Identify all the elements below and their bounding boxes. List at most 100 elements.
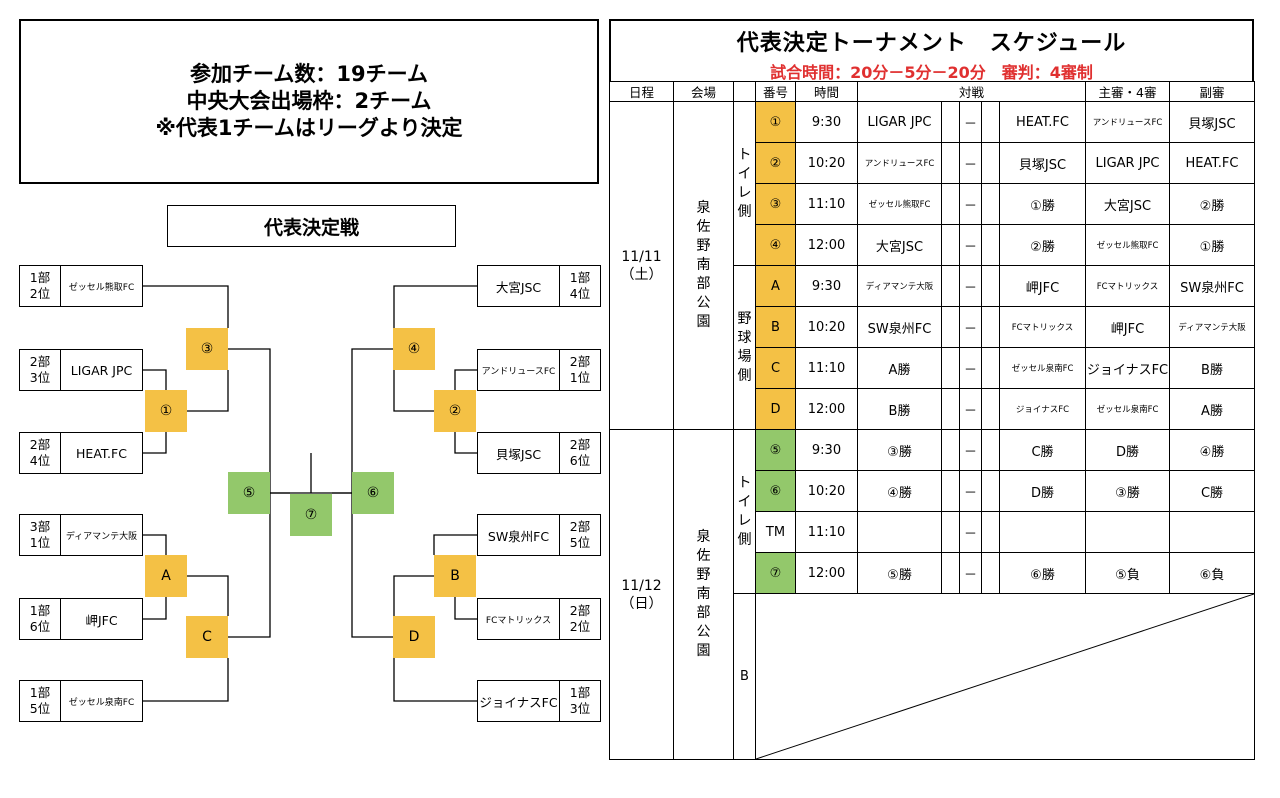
match-node-4: ④: [393, 328, 435, 370]
vs-dash: －: [959, 511, 982, 553]
day2-date: 11/12: [621, 577, 662, 594]
match-node-d: D: [393, 616, 435, 658]
diagonal-line: [756, 594, 1254, 759]
home-team: ④勝: [857, 470, 942, 512]
division-label: 2部: [569, 603, 591, 618]
division-label: 3部: [29, 519, 51, 534]
match-time: 12:00: [795, 552, 858, 594]
place-label: 3位: [569, 701, 591, 716]
match-time: 9:30: [795, 429, 858, 471]
division-label: 1部: [569, 685, 591, 700]
referee: アンドリュースFC: [1085, 101, 1170, 143]
team-name: LIGAR JPC: [70, 362, 133, 378]
place-label: 2位: [569, 619, 591, 634]
home-team: A勝: [857, 347, 942, 389]
match-node-6: ⑥: [352, 472, 394, 514]
day1-dow: （土）: [620, 266, 663, 283]
day1-venue: 泉佐野南部公園: [673, 101, 734, 430]
assistant-referee: ①勝: [1169, 224, 1255, 266]
referee: ゼッセル泉南FC: [1085, 388, 1170, 430]
away-team: FCマトリックス: [999, 306, 1086, 348]
team-name: FCマトリックス: [485, 615, 552, 626]
match-number: ⑦: [755, 552, 796, 594]
match-node-c: C: [186, 616, 228, 658]
vs-dash: －: [959, 224, 982, 266]
home-team: [857, 511, 942, 553]
team-name: HEAT.FC: [76, 445, 127, 461]
referee: 大宮JSC: [1085, 183, 1170, 225]
match-number: ③: [755, 183, 796, 225]
day2-side1-text: トイレ側: [737, 474, 752, 548]
home-team: ディアマンテ大阪: [857, 265, 942, 307]
assistant-referee: SW泉州FC: [1169, 265, 1255, 307]
match-number: ①: [755, 101, 796, 143]
schedule-header: 代表決定トーナメント スケジュール 試合時間：20分－5分－20分 審判：4審制: [609, 19, 1254, 82]
table-row: ⑥ 10:20 ④勝 － D勝 ③勝 C勝: [610, 470, 1255, 512]
table-row: C 11:10 A勝 － ゼッセル泉南FC ジョイナスFC B勝: [610, 347, 1255, 389]
division-label: 1部: [29, 685, 51, 700]
place-label: 6位: [569, 453, 591, 468]
referee: [1085, 511, 1170, 553]
division-label: 2部: [569, 519, 591, 534]
vs-dash: －: [959, 552, 982, 594]
place-label: 2位: [29, 286, 51, 301]
table-row-empty: B: [610, 593, 1255, 760]
away-team: C勝: [999, 429, 1086, 471]
match-time: 11:10: [795, 347, 858, 389]
header-venue: 会場: [673, 81, 734, 102]
team-count-text: 参加チーム数：19チーム: [190, 62, 428, 86]
referee: ⑤負: [1085, 552, 1170, 594]
match-time: 9:30: [795, 265, 858, 307]
place-label: 4位: [29, 453, 51, 468]
day1-side1: トイレ側: [733, 101, 756, 266]
day2-venue: 泉佐野南部公園: [673, 429, 734, 760]
table-row: 野球場側 A 9:30 ディアマンテ大阪 － 岬JFC FCマトリックス SW泉…: [610, 265, 1255, 430]
match-number: ⑤: [755, 429, 796, 471]
match-time: 12:00: [795, 224, 858, 266]
away-team: ①勝: [999, 183, 1086, 225]
day1-side2-text: 野球場側: [737, 310, 752, 384]
match-number: ④: [755, 224, 796, 266]
day2-dow: （日）: [620, 595, 663, 612]
assistant-referee: [1169, 511, 1255, 553]
home-team: アンドリュースFC: [857, 142, 942, 184]
team-name: ゼッセル熊取FC: [68, 282, 135, 293]
division-label: 2部: [569, 437, 591, 452]
vs-dash: －: [959, 306, 982, 348]
info-box: 参加チーム数：19チーム 中央大会出場枠：2チーム ※代表1チームはリーグより決…: [19, 19, 599, 184]
vs-dash: －: [959, 429, 982, 471]
match-node-5: ⑤: [228, 472, 270, 514]
day2-venue-text: 泉佐野南部公園: [696, 529, 711, 659]
match-number: A: [755, 265, 796, 307]
referee: D勝: [1085, 429, 1170, 471]
header-date: 日程: [609, 81, 674, 102]
match-number: C: [755, 347, 796, 389]
division-label: 1部: [569, 270, 591, 285]
away-team: HEAT.FC: [999, 101, 1086, 143]
referee: FCマトリックス: [1085, 265, 1170, 307]
match-time: 11:10: [795, 511, 858, 553]
bracket-title: 代表決定戦: [167, 205, 456, 247]
referee: LIGAR JPC: [1085, 142, 1170, 184]
header-sub: 副審: [1169, 81, 1255, 102]
home-team: SW泉州FC: [857, 306, 942, 348]
assistant-referee: ⑥負: [1169, 552, 1255, 594]
schedule-table: 日程 会場 番号 時間 対戦 主審・4審 副審 11/11（土） 泉佐野南部公園…: [609, 81, 1255, 760]
team-name: ディアマンテ大阪: [65, 531, 138, 542]
team-name: 貝塚JSC: [495, 446, 542, 462]
match-time: 10:20: [795, 306, 858, 348]
day1-side1-text: トイレ側: [737, 146, 752, 220]
bracket-lines: [143, 285, 477, 702]
vs-dash: －: [959, 347, 982, 389]
division-label: 1部: [29, 603, 51, 618]
home-team: ゼッセル熊取FC: [857, 183, 942, 225]
header-match: 対戦: [857, 81, 1086, 102]
table-header-row: 日程 会場 番号 時間 対戦 主審・4審 副審: [609, 81, 1255, 102]
assistant-referee: HEAT.FC: [1169, 142, 1255, 184]
day1-venue-text: 泉佐野南部公園: [696, 200, 711, 330]
